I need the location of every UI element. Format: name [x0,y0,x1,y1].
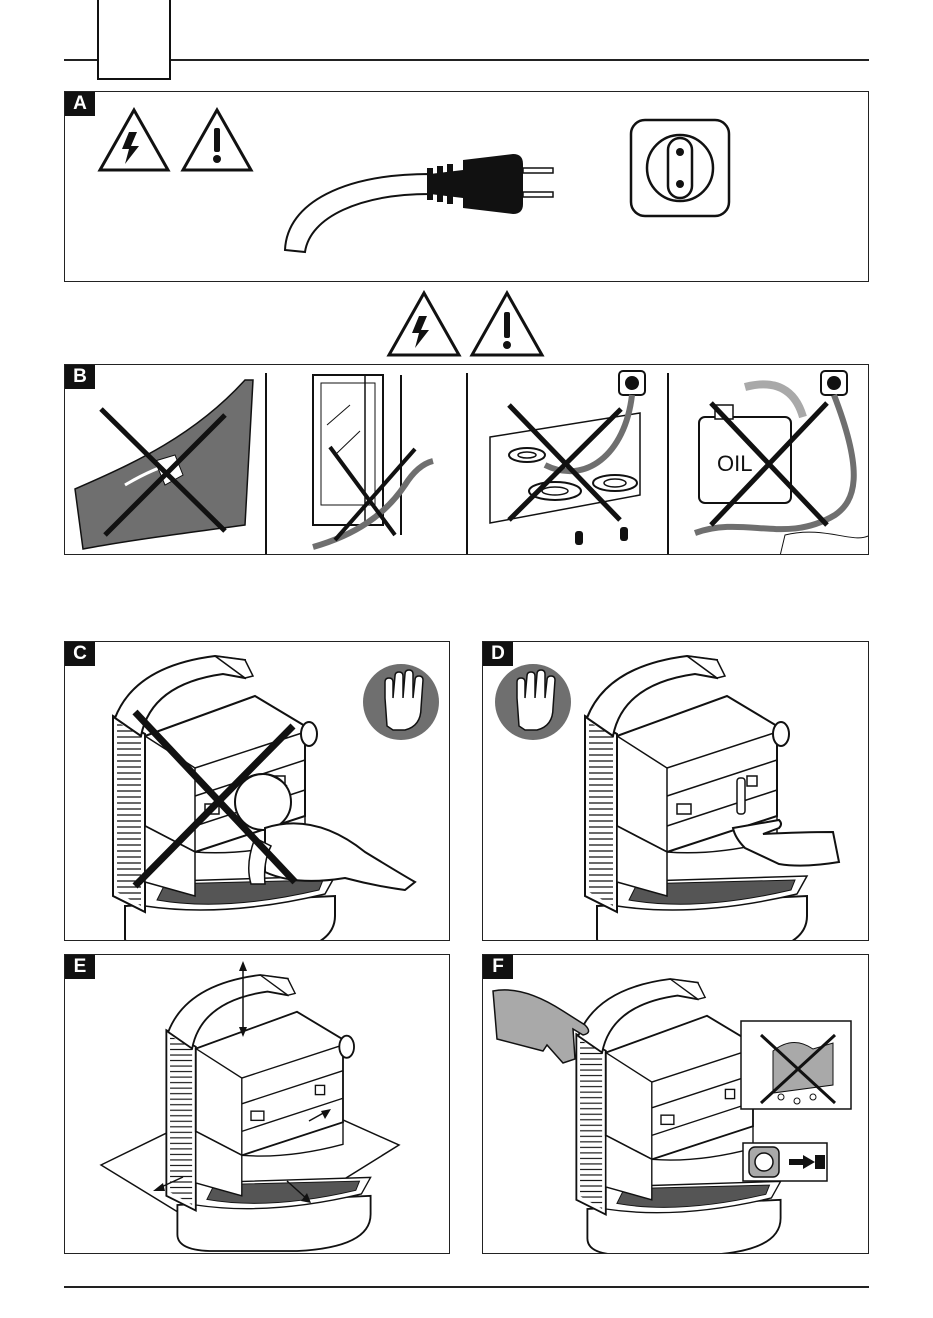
no-water-immersion [741,1021,851,1109]
cord-not-in-door-icon [313,375,433,547]
panel-b: B [64,364,869,555]
electric-hazard-icon [100,110,168,170]
baby-figure [235,774,415,890]
panel-label: C [65,642,95,666]
panel-label: E [65,955,95,979]
wall-socket [631,120,729,216]
stop-hand-icon [495,664,571,740]
header-rule [64,59,97,61]
hazard-icons-row [385,290,547,358]
panel-f: F [482,954,869,1254]
machine-carry [493,979,781,1254]
footer-rule [64,1286,869,1288]
panel-label: D [483,642,513,666]
panel-a: A [64,91,869,282]
panel-label: A [65,92,95,116]
panel-d: D [482,641,869,941]
machine-placement-flat-surface [101,961,399,1251]
panel-e: E [64,954,450,1254]
electric-hazard-icon [389,293,459,355]
panel-c: C [64,641,450,941]
warning-icon [183,110,251,170]
oil-can-label: OIL [717,451,752,476]
cord-not-near-oil-icon: OIL [695,371,869,555]
hand-touching [733,820,839,866]
header-tab-box [97,0,171,80]
cord-not-hanging-icon [75,380,253,549]
stop-hand-icon [363,664,439,740]
panel-label: F [483,955,513,979]
panel-label: B [65,365,95,389]
cord-not-on-hob-icon [490,371,645,545]
unplug-icon [743,1143,827,1181]
power-plug [285,154,553,252]
warning-icon [472,293,542,355]
machine-hot-parts [585,656,839,941]
carrying-hand [493,990,589,1063]
header-rule-right [171,59,869,61]
